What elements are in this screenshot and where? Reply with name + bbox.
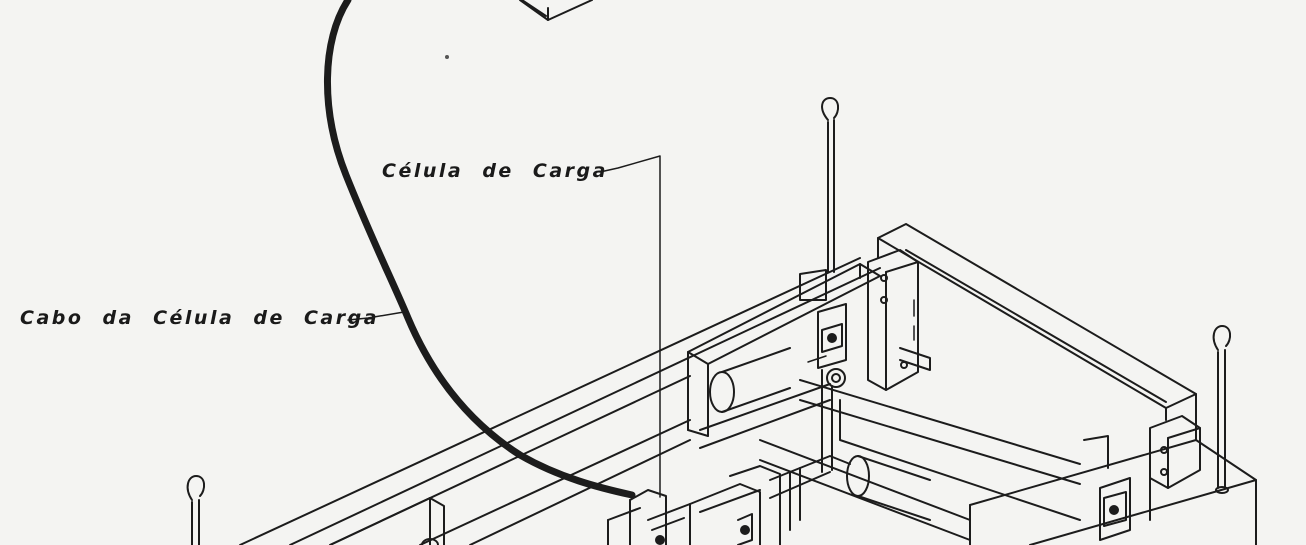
- hook-right: [1212, 325, 1232, 494]
- hook-center: [821, 97, 840, 273]
- speck: [445, 55, 449, 59]
- frame-rails: [239, 257, 881, 545]
- right-cylinder: [846, 455, 931, 521]
- hanger-clamp-upper: [799, 269, 847, 388]
- back-board: [877, 223, 1197, 421]
- top-box: [519, 0, 593, 21]
- right-end-board: [969, 409, 1257, 545]
- bracket-upper: [867, 249, 931, 391]
- front-board: [687, 263, 881, 437]
- detail-marks: [807, 299, 915, 363]
- load-cell-cable: [324, 0, 636, 499]
- hanger-clamp-lower: [1083, 435, 1131, 541]
- inner-frame: [699, 379, 1081, 541]
- round-bar: [709, 347, 791, 413]
- cable-leader-line: [347, 311, 405, 321]
- load-cell-leader-line: [599, 155, 661, 498]
- load-cell-label: Célula de Carga: [382, 160, 608, 182]
- hook-left: [186, 475, 206, 545]
- left-bottom-board: [329, 497, 445, 545]
- load-cell-cable-label: Cabo da Célula de Carga: [20, 307, 380, 329]
- load-cell-assembly: [607, 455, 851, 545]
- bracket-lower: [1149, 415, 1201, 521]
